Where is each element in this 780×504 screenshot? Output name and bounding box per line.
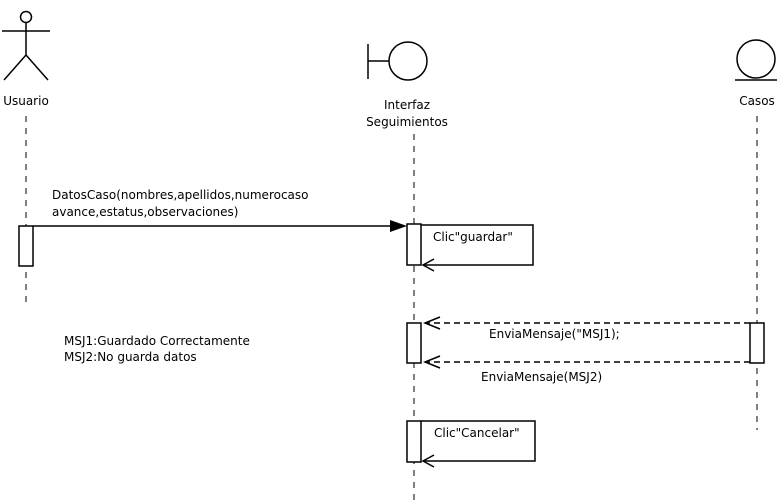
message-label-msj1: EnviaMensaje("MSJ1); xyxy=(489,327,620,341)
arrowhead-open xyxy=(421,454,435,468)
arrowhead-open xyxy=(422,355,441,369)
entity-casos[interactable] xyxy=(735,39,777,81)
note-msj2: MSJ2:No guarda datos xyxy=(64,350,197,364)
message-datoscaso[interactable] xyxy=(33,220,407,232)
activation-interfaz-3[interactable] xyxy=(406,420,422,463)
actor-leg-right xyxy=(25,54,49,81)
arrowhead-filled xyxy=(390,220,407,232)
boundary-circle xyxy=(388,41,428,81)
arrowhead-open xyxy=(422,316,441,330)
entity-circle xyxy=(736,39,776,79)
message-label-datoscaso-1: DatosCaso(nombres,apellidos,numerocaso xyxy=(52,188,309,202)
boundary-interfaz[interactable] xyxy=(367,41,428,81)
actor-usuario[interactable] xyxy=(2,10,50,81)
activation-interfaz-2[interactable] xyxy=(406,322,422,364)
activation-casos[interactable] xyxy=(749,322,765,364)
self-message-cancelar[interactable] xyxy=(421,420,536,468)
self-message-line xyxy=(421,224,534,266)
lifeline-label-interfaz-1: Interfaz xyxy=(384,98,430,112)
actor-leg-left xyxy=(3,54,27,81)
message-label-guardar: Clic"guardar" xyxy=(433,230,513,244)
activation-interfaz-1[interactable] xyxy=(406,223,422,266)
arrowhead-open xyxy=(421,258,435,272)
message-label-datoscaso-2: avance,estatus,observaciones) xyxy=(52,205,238,219)
self-message-guardar[interactable] xyxy=(421,224,534,272)
actor-head xyxy=(19,10,33,24)
message-label-msj2: EnviaMensaje(MSJ2) xyxy=(481,370,602,384)
message-envia-msj2[interactable] xyxy=(422,355,750,369)
lifeline-label-interfaz-2: Seguimientos xyxy=(366,115,448,129)
self-message-line xyxy=(421,420,536,462)
message-label-cancelar: Clic"Cancelar" xyxy=(434,426,520,440)
message-envia-msj1[interactable] xyxy=(422,316,750,330)
activation-usuario[interactable] xyxy=(18,225,34,267)
lifeline-label-casos: Casos xyxy=(739,94,775,108)
note-msj1: MSJ1:Guardado Correctamente xyxy=(64,334,250,348)
lifeline-label-usuario: Usuario xyxy=(3,94,49,108)
